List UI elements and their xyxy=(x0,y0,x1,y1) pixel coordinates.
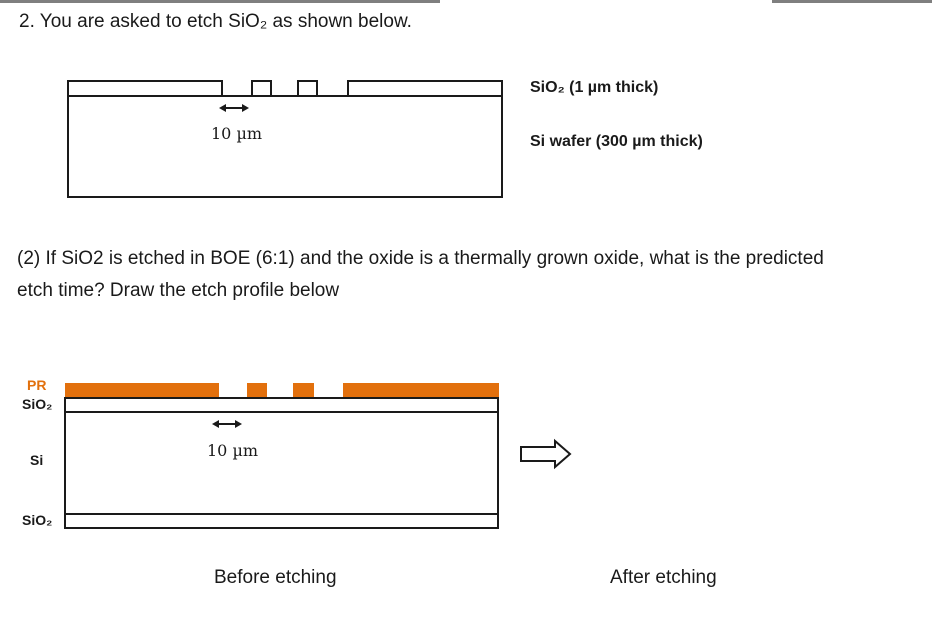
fig2-label-sio2-top: SiO₂ xyxy=(22,396,53,412)
top-rule-left xyxy=(0,0,440,3)
double-arrow-icon xyxy=(219,104,249,112)
fig1-si-wafer xyxy=(67,95,503,198)
fig1-sio2-left xyxy=(67,80,223,97)
caption-before-etching: Before etching xyxy=(214,567,337,588)
top-rule-right xyxy=(772,0,932,3)
fig2-label-si: Si xyxy=(30,452,44,468)
fig1-sio2-right xyxy=(347,80,503,97)
fig1-sio2-island-2 xyxy=(297,80,318,97)
figure2-diagram xyxy=(64,383,572,529)
fig2-pr-island-1 xyxy=(247,383,267,397)
fig1-dimension-label: 10 µm xyxy=(211,124,263,143)
hollow-right-arrow-icon xyxy=(520,438,572,470)
fig2-sio2-top xyxy=(64,397,499,413)
fig2-label-pr: PR xyxy=(27,377,47,393)
fig2-si xyxy=(64,411,499,515)
question-part2-line1: (2) If SiO2 is etched in BOE (6:1) and t… xyxy=(17,248,824,269)
caption-after-etching: After etching xyxy=(610,567,717,588)
fig1-sio2-island-1 xyxy=(251,80,272,97)
fig2-pr-island-2 xyxy=(293,383,314,397)
fig2-dimension-label: 10 µm xyxy=(207,441,259,460)
question-part2-line2: etch time? Draw the etch profile below xyxy=(17,280,340,301)
fig2-pr-left xyxy=(65,383,219,397)
fig2-label-sio2-bottom: SiO₂ xyxy=(22,512,53,528)
fig2-pr-right xyxy=(343,383,499,397)
fig1-si-label: Si wafer (300 µm thick) xyxy=(530,133,703,150)
fig1-sio2-label: SiO₂ (1 µm thick) xyxy=(530,79,659,96)
double-arrow-icon xyxy=(212,420,242,428)
question-title: 2. You are asked to etch SiO₂ as shown b… xyxy=(19,11,412,32)
fig2-sio2-bottom xyxy=(64,513,499,529)
